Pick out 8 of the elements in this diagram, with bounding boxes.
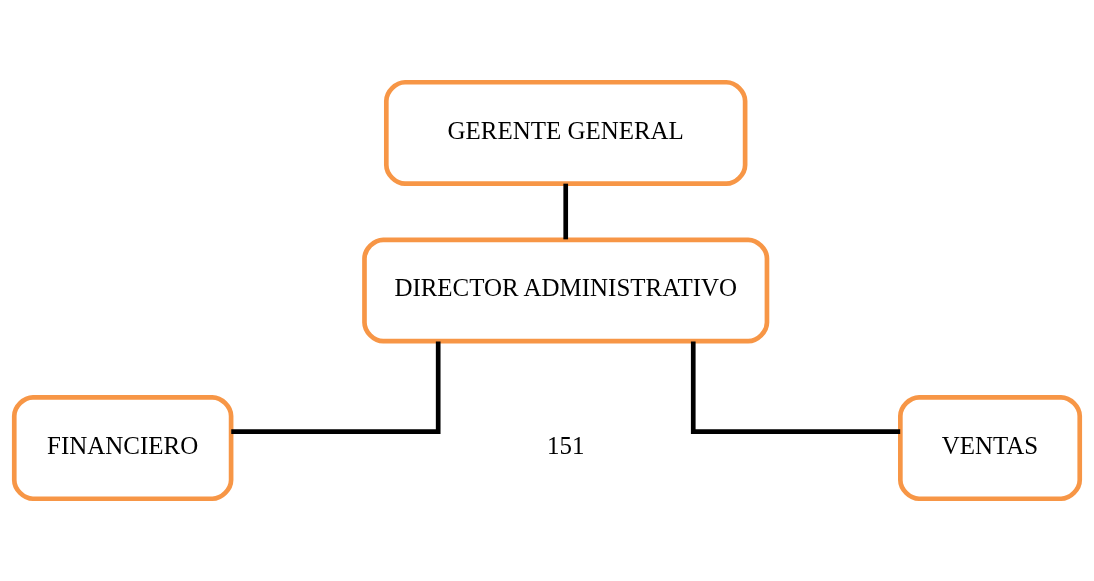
node-box: DIRECTOR ADMINISTRATIVO — [362, 237, 770, 344]
connector — [231, 341, 441, 434]
node-box: VENTAS — [898, 395, 1083, 502]
node-box: FINANCIERO — [11, 395, 234, 502]
label: 151 — [547, 431, 585, 459]
connector — [563, 183, 569, 240]
node-box: GERENTE GENERAL — [384, 79, 748, 186]
connector — [690, 341, 901, 434]
